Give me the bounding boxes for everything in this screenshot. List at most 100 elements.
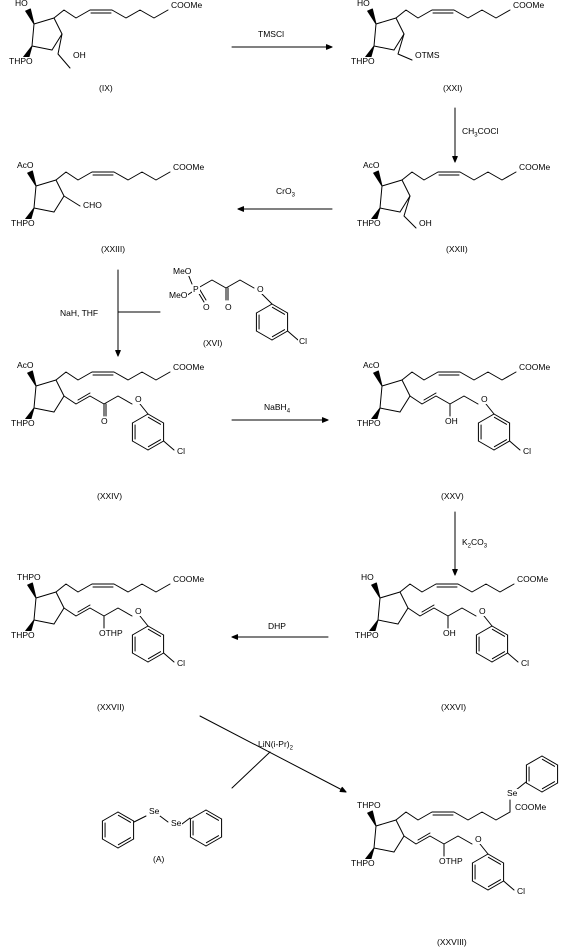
- atom-meo-1: MeO: [172, 266, 193, 276]
- bond-103: [509, 440, 521, 451]
- atom-p: P: [192, 284, 200, 294]
- chain-114: [407, 607, 477, 617]
- label-xxiii: (XXIII): [101, 244, 126, 254]
- bond-196: [181, 817, 191, 825]
- atom-coome: COOMe: [518, 162, 552, 172]
- bond-1: [53, 17, 63, 35]
- arrow-acetylation-head: [452, 155, 458, 163]
- atom-oh-ix: OH: [72, 50, 87, 60]
- arrow-deacetylation-head: [452, 568, 458, 576]
- bond-166: [471, 853, 489, 864]
- bond-31: [55, 179, 65, 197]
- atom-se-xxviii: Se: [506, 788, 519, 798]
- bond-42: [197, 291, 205, 303]
- bond-163: [487, 880, 505, 891]
- atom-cl-xvi: Cl: [298, 336, 309, 346]
- bond-149: [163, 652, 175, 663]
- atom-o-ether: O: [256, 284, 265, 294]
- bond-171: [487, 856, 502, 865]
- bond-131: [33, 619, 55, 625]
- label-a: (A): [153, 854, 165, 864]
- bond-13: [373, 45, 395, 51]
- atom-cho: CHO: [82, 200, 103, 210]
- bond-161: [417, 832, 431, 841]
- atom-othp-side-36: OTHP: [98, 628, 124, 638]
- bond-95: [477, 440, 495, 451]
- bond-69: [139, 403, 149, 415]
- bond-20: [381, 179, 403, 187]
- bond-179: [525, 755, 543, 766]
- chain-7: [53, 9, 169, 19]
- bond-47: [261, 293, 273, 305]
- atom-o-side: O: [474, 834, 483, 844]
- bond-62: [33, 385, 37, 409]
- arrow-selenation-branch: [231, 751, 271, 789]
- atom-coome: COOMe: [518, 362, 552, 372]
- atom-coome-xxviii: COOMe: [514, 802, 548, 812]
- bond-167: [487, 853, 505, 864]
- arrow-selenation-head: [339, 786, 347, 793]
- atom-ho-top: HO: [14, 0, 29, 8]
- atom-coome: COOMe: [172, 162, 206, 172]
- bond-191: [117, 837, 132, 846]
- bond-205: [205, 812, 220, 821]
- bond-128: [35, 591, 57, 599]
- atom-thpo-bottom: THPO: [356, 218, 382, 228]
- bond-188: [101, 811, 119, 822]
- bond-152: [395, 819, 405, 837]
- chain-160: [403, 835, 473, 845]
- wedge-bond-5: [25, 8, 35, 25]
- bond-40: [187, 273, 193, 285]
- bond-22: [399, 195, 411, 213]
- bond-169: [487, 879, 502, 888]
- bond-97: [477, 413, 495, 424]
- atom-thpo-bottom: THPO: [350, 56, 376, 66]
- arrow-hwe-head: [115, 349, 121, 357]
- wedge-bond-156: [367, 810, 377, 827]
- bond-116: [483, 615, 493, 627]
- atom-othp-side-376: OTHP: [438, 856, 464, 866]
- bond-129: [55, 591, 65, 609]
- atom-aco-top: AcO: [16, 160, 35, 170]
- bond-109: [377, 597, 381, 621]
- chain-137: [63, 607, 133, 617]
- atom-thpo-top: THPO: [356, 800, 382, 810]
- bond-177: [525, 782, 543, 793]
- bond-144: [147, 625, 165, 636]
- reagent-dhp: DHP: [268, 621, 286, 631]
- bond-39: [63, 195, 81, 207]
- chain-44: [197, 279, 255, 289]
- bond-57: [287, 330, 299, 341]
- bond-130: [53, 607, 65, 625]
- label-ix: (IX): [99, 83, 113, 93]
- atom-thpo-bottom: THPO: [8, 56, 34, 66]
- atom-aco-top: AcO: [362, 360, 381, 370]
- bond-84: [399, 395, 411, 413]
- bond-73: [131, 413, 149, 424]
- bond-201: [205, 809, 223, 820]
- bond-106: [399, 591, 409, 609]
- wedge-bond-35: [27, 170, 37, 187]
- wedge-bond-110: [371, 582, 381, 599]
- atom-aco-top: AcO: [16, 360, 35, 370]
- bond-148: [147, 628, 162, 637]
- chain-37: [55, 171, 171, 181]
- bond-123: [491, 651, 506, 660]
- bond-71: [131, 440, 149, 451]
- atom-thpo-bottom: THPO: [10, 630, 36, 640]
- bond-118: [475, 652, 493, 663]
- bond-0: [33, 17, 55, 25]
- bond-180: [541, 755, 559, 766]
- bond-176: [541, 782, 559, 793]
- label-xxiv: (XXIV): [97, 491, 123, 501]
- bond-120: [475, 625, 493, 636]
- bond-58: [35, 379, 57, 387]
- atom-meo-2: MeO: [168, 290, 189, 300]
- bond-94: [493, 440, 511, 451]
- atom-otms: OTMS: [414, 50, 441, 60]
- atom-o-side: O: [478, 606, 487, 616]
- bond-34: [33, 185, 37, 209]
- bond-108: [377, 619, 399, 625]
- bond-140: [147, 652, 165, 663]
